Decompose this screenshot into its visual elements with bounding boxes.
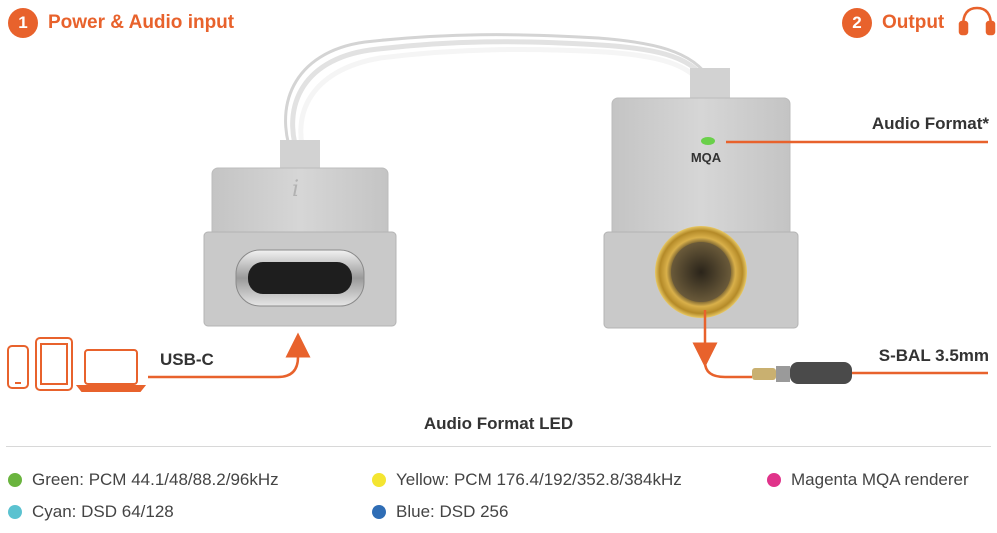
- legend-text: Blue: DSD 256: [396, 502, 509, 521]
- legend-item-green: Green: PCM 44.1/48/88.2/96kHz: [8, 470, 279, 490]
- green-dot-icon: [8, 473, 22, 487]
- output-jack-label: S-BAL 3.5mm: [878, 346, 989, 365]
- headphones-icon: [958, 6, 996, 36]
- step-2-number: 2: [842, 8, 872, 38]
- brand-logo: i: [292, 177, 299, 202]
- usb-c-label: USB-C: [160, 350, 214, 369]
- audio-format-label: Audio Format*: [871, 114, 989, 133]
- legend-divider: [6, 446, 991, 447]
- step-1-number: 1: [8, 8, 38, 38]
- legend-item-cyan: Cyan: DSD 64/128: [8, 502, 174, 522]
- legend-item-magenta: Magenta MQA renderer: [767, 470, 969, 490]
- mqa-marking: MQA: [691, 150, 722, 165]
- legend-text: Yellow: PCM 176.4/192/352.8/384kHz: [396, 470, 682, 489]
- audio-plug: [752, 362, 852, 384]
- step-1-label: Power & Audio input: [48, 12, 235, 33]
- usb-c-adapter-body: i: [203, 140, 397, 327]
- legend-item-blue: Blue: DSD 256: [372, 502, 508, 522]
- cyan-dot-icon: [8, 505, 22, 519]
- legend-item-yellow: Yellow: PCM 176.4/192/352.8/384kHz: [372, 470, 682, 490]
- legend-text: Green: PCM 44.1/48/88.2/96kHz: [32, 470, 279, 489]
- legend-text: Magenta MQA renderer: [791, 470, 969, 489]
- callout-lines: [148, 140, 988, 379]
- blue-dot-icon: [372, 505, 386, 519]
- yellow-dot-icon: [372, 473, 386, 487]
- step-2-label: Output: [882, 12, 945, 33]
- legend-text: Cyan: DSD 64/128: [32, 502, 174, 521]
- audio-format-led: [701, 137, 715, 145]
- step-2-header: 2 Output: [842, 8, 944, 38]
- tablet-icon: [35, 337, 73, 391]
- laptop-icon: [75, 349, 147, 392]
- braided-cable: [284, 33, 712, 163]
- led-legend-title: Audio Format LED: [423, 414, 574, 433]
- step-1-header: 1 Power & Audio input: [8, 8, 234, 38]
- smartphone-icon: [7, 345, 29, 389]
- output-adapter-body: MQA: [603, 68, 799, 329]
- magenta-dot-icon: [767, 473, 781, 487]
